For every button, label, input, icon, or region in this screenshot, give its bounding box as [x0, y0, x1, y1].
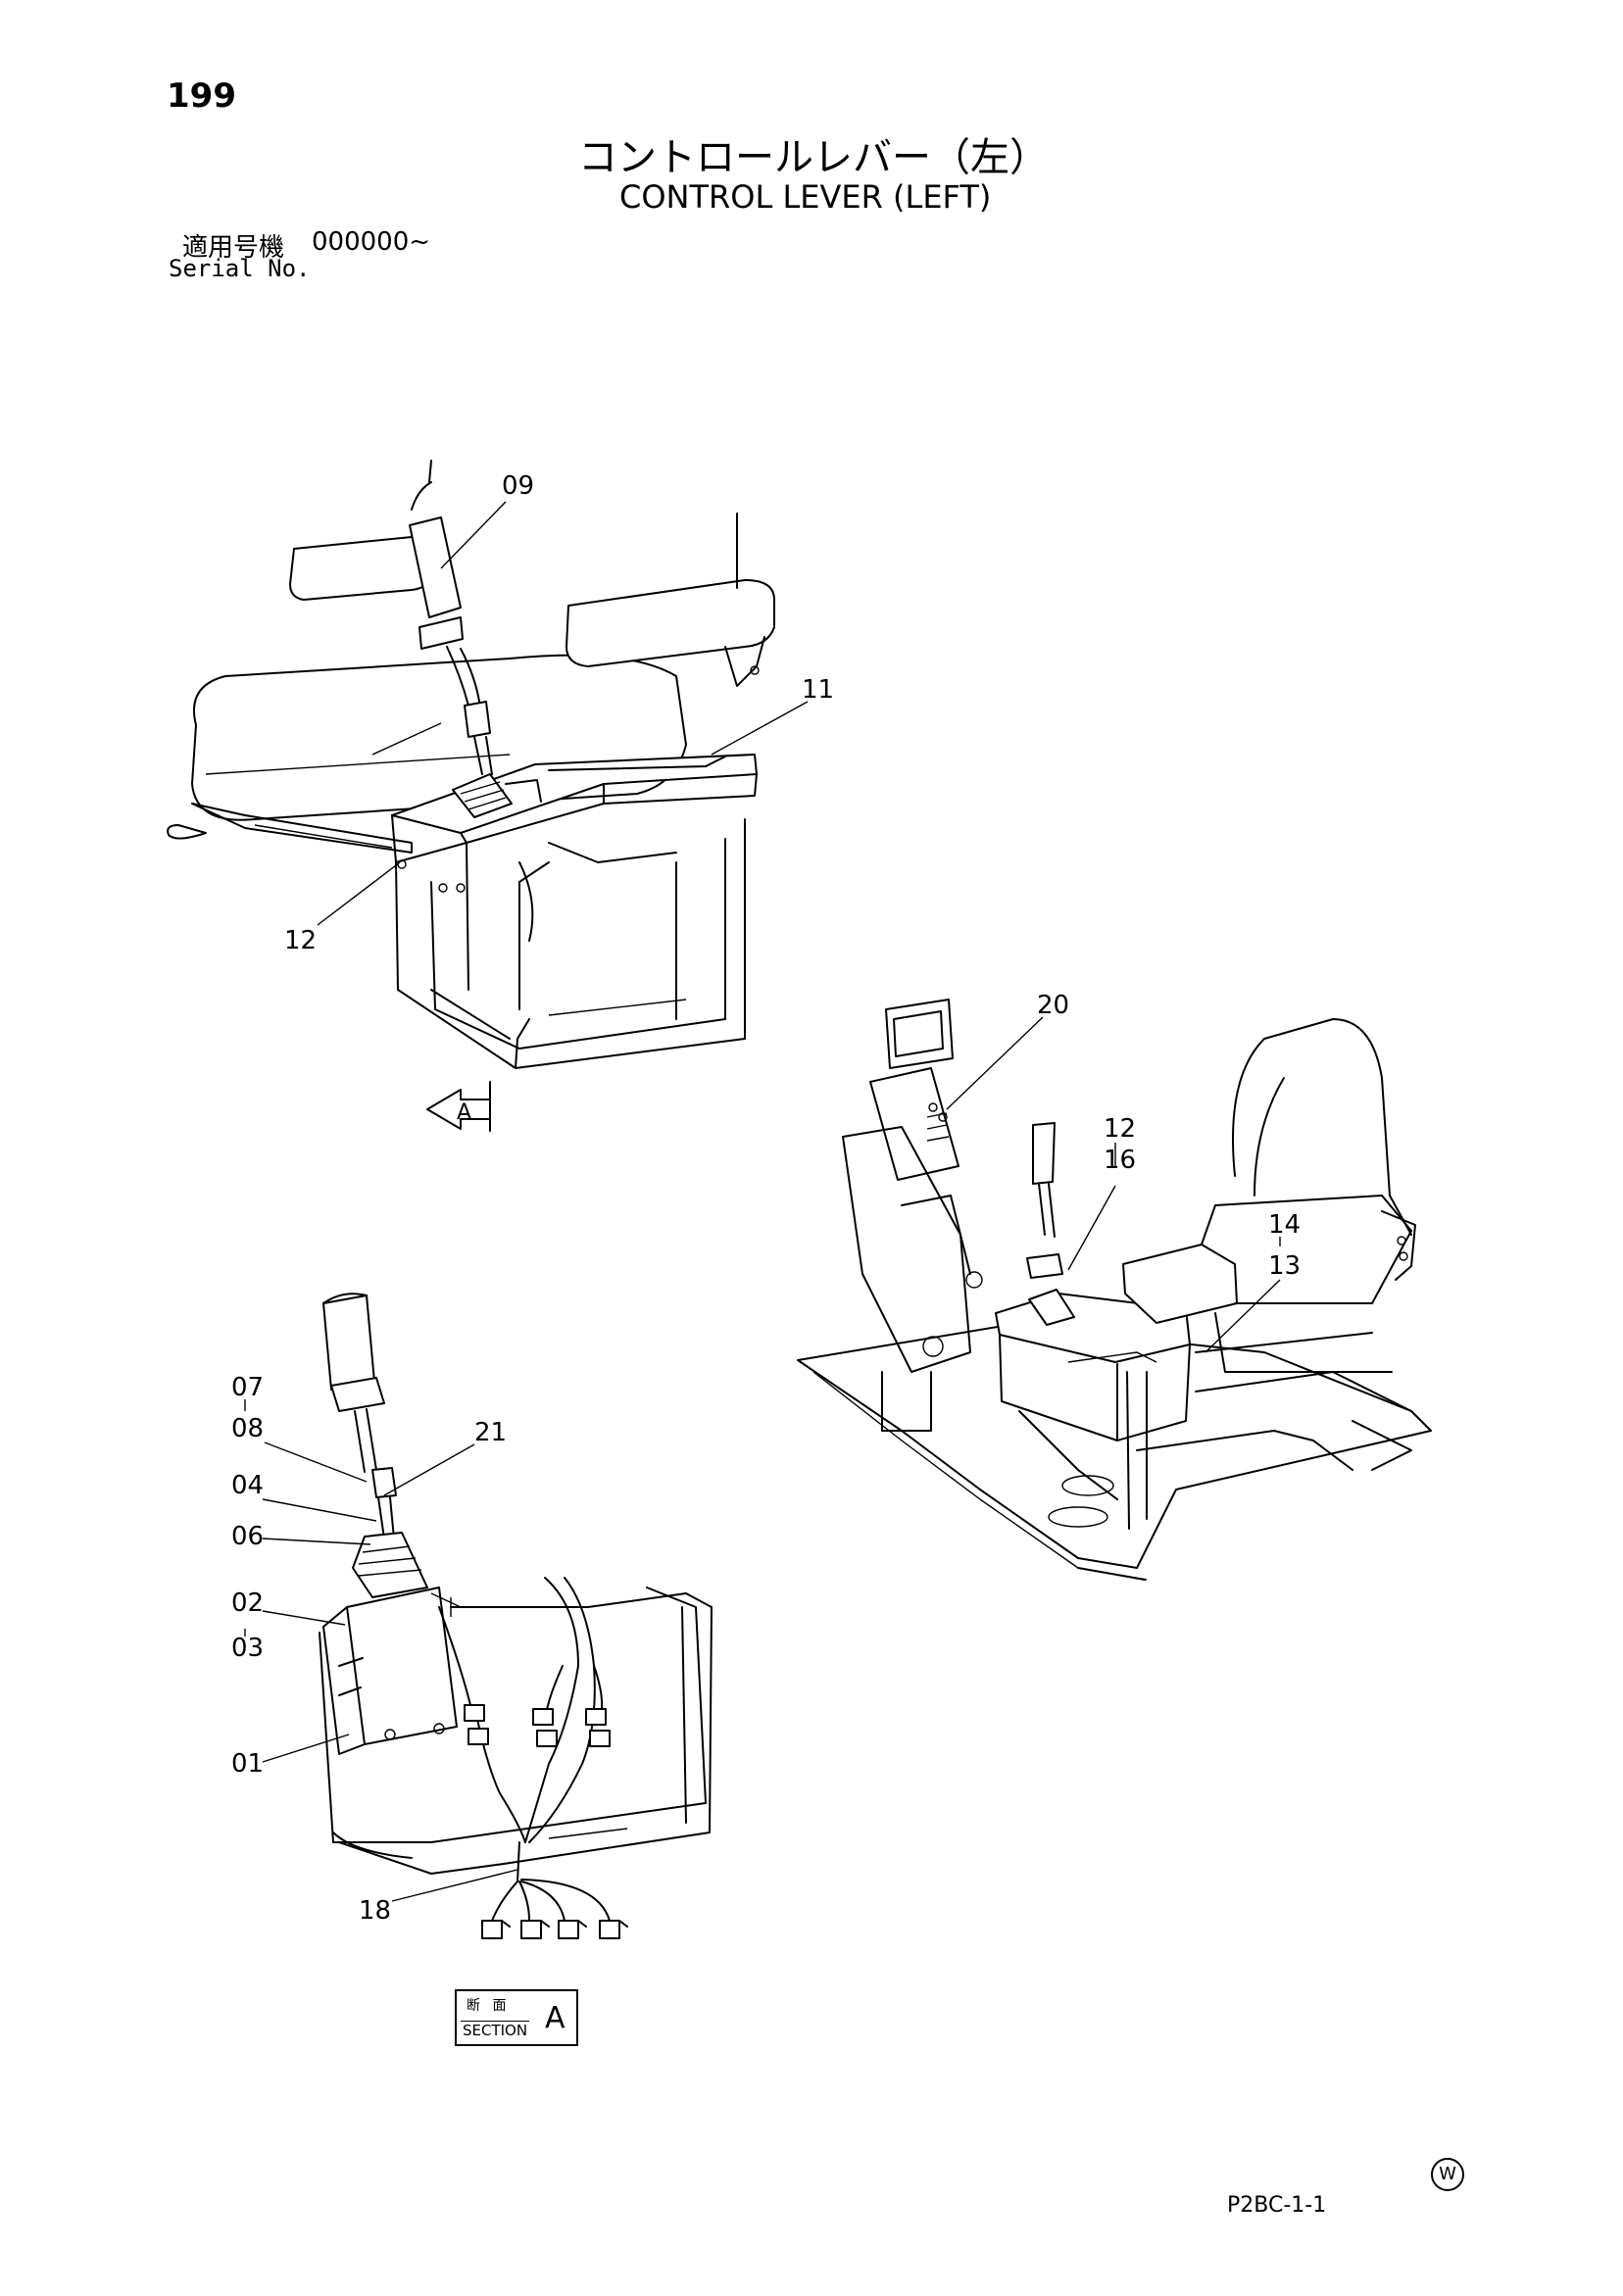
callout-08: 08	[231, 1414, 264, 1443]
callout-09: 09	[502, 471, 534, 501]
callout-12: 12	[284, 926, 317, 955]
callout-18: 18	[359, 1896, 391, 1926]
callout-13: 13	[1268, 1251, 1301, 1281]
callout-21: 21	[474, 1418, 507, 1447]
seat-console-illustration	[167, 460, 775, 1069]
section-a-lever-illustration	[319, 1293, 713, 1939]
callout-12-cab: 12	[1104, 1114, 1136, 1144]
serial-range: 000000~	[312, 227, 431, 257]
title-english: CONTROL LEVER (LEFT)	[619, 178, 992, 216]
callout-20: 20	[1037, 991, 1069, 1020]
callout-01: 01	[231, 1749, 264, 1779]
serial-label-japanese: 適用号機	[182, 233, 285, 263]
callout-02: 02	[231, 1588, 264, 1618]
section-label-letter: A	[545, 2001, 566, 2035]
callout-view-a: A	[457, 1100, 471, 1125]
callout-04: 04	[231, 1471, 264, 1500]
view-a-arrow	[426, 1081, 491, 1132]
section-a-label: 断 面 SECTION A	[455, 1989, 578, 2046]
page-number: 199	[167, 76, 236, 116]
callout-06: 06	[231, 1522, 264, 1551]
title-japanese: コントロールレバー（左）	[578, 135, 1049, 180]
section-label-japanese: 断 面	[467, 1998, 511, 2014]
page-code: P2BC-1-1	[1227, 2193, 1327, 2218]
callout-03: 03	[231, 1634, 264, 1663]
circled-w-mark: W	[1431, 2158, 1464, 2191]
cab-floor-illustration	[797, 999, 1432, 1581]
callout-16: 16	[1104, 1146, 1136, 1175]
callout-07: 07	[231, 1373, 264, 1402]
callout-14: 14	[1268, 1210, 1301, 1240]
serial-label-english: Serial No.	[169, 255, 311, 282]
leader-lines	[244, 501, 1281, 1902]
section-label-english: SECTION	[461, 2021, 530, 2039]
callout-11: 11	[802, 675, 834, 705]
